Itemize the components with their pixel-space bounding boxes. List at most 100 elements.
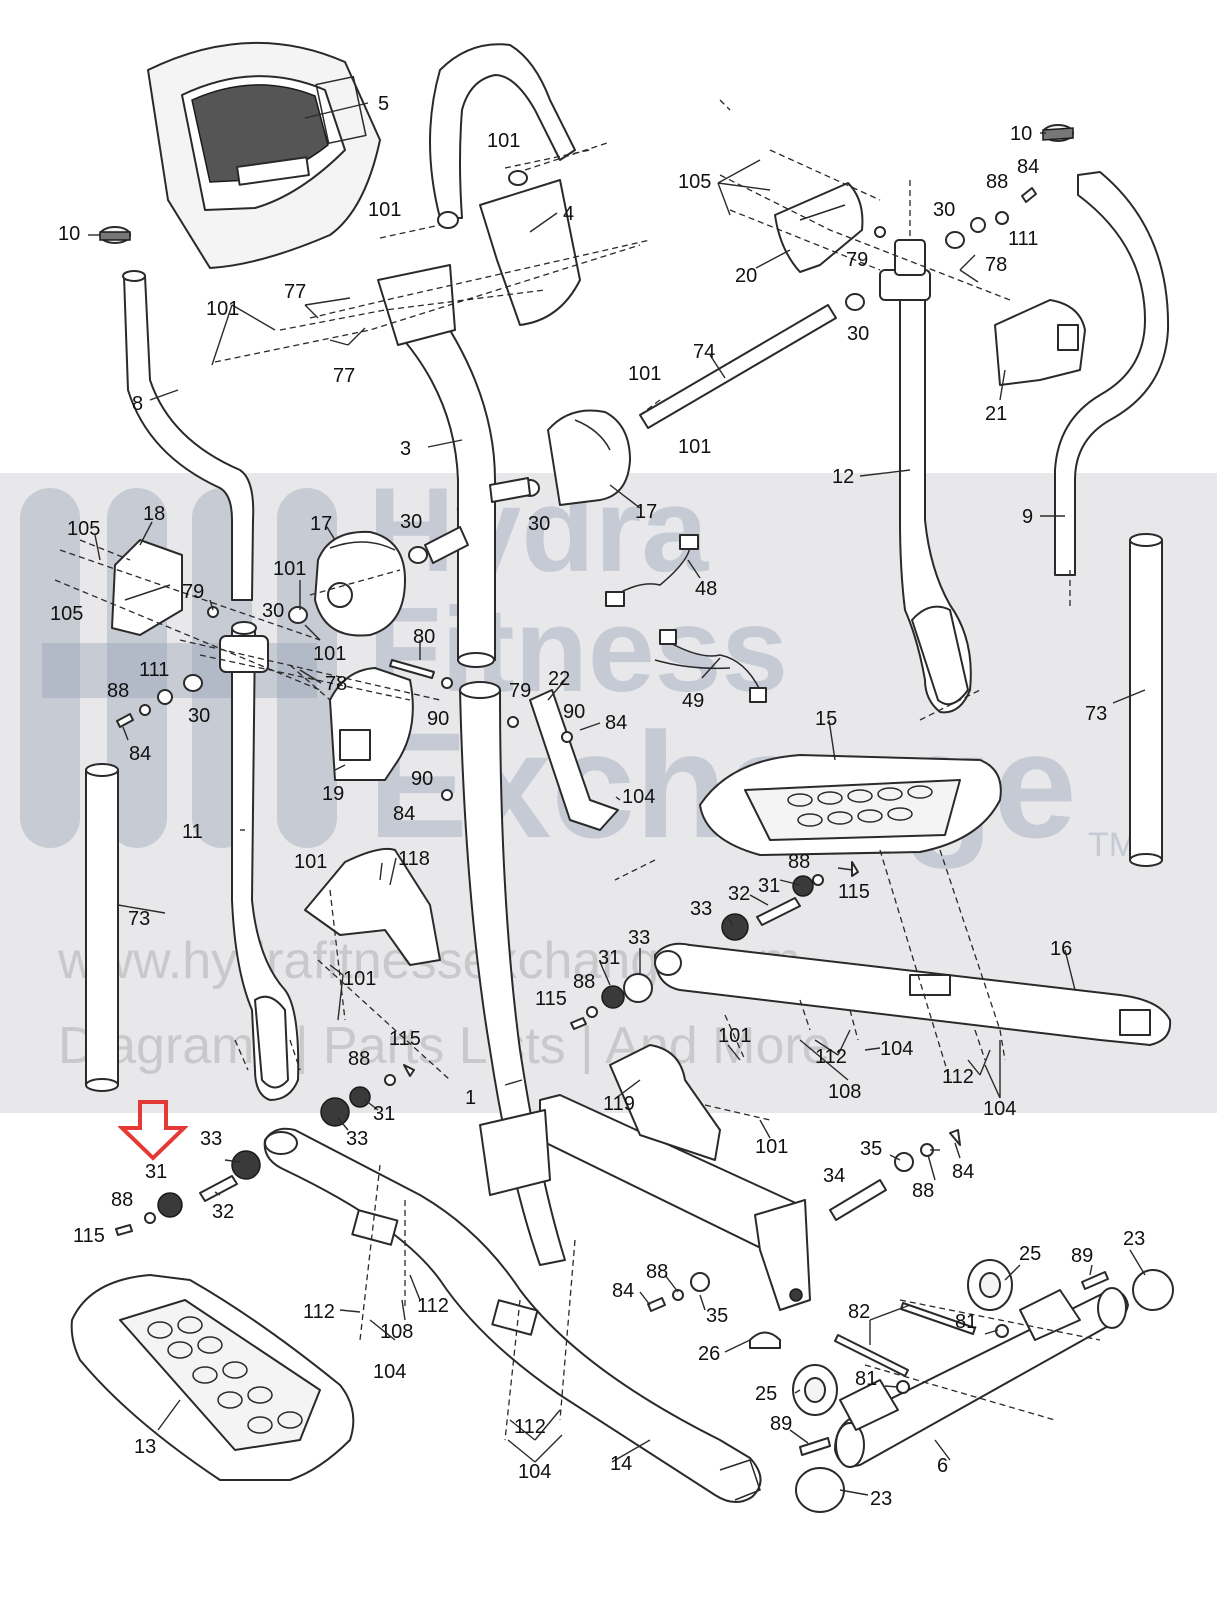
label-part-112-right: 112	[815, 1046, 847, 1068]
label-part-33-left: 33	[200, 1128, 222, 1150]
label-part-108-left: 108	[380, 1321, 413, 1343]
label-part-33-right: 33	[690, 898, 712, 920]
label-part-31-right: 31	[758, 875, 780, 897]
wire-part-48	[605, 534, 699, 607]
label-part-35-top: 35	[860, 1138, 882, 1160]
label-part-74: 74	[693, 341, 715, 363]
shroud-part-17-right	[547, 409, 631, 506]
label-part-84-top: 84	[1017, 156, 1039, 178]
label-part-104-left: 104	[373, 1361, 406, 1383]
label-part-101-119: 101	[718, 1025, 751, 1047]
label-part-14: 14	[610, 1453, 632, 1475]
tube-part-73-right	[1129, 533, 1163, 867]
guard-part-118	[304, 847, 441, 966]
label-part-26: 26	[698, 1343, 720, 1365]
label-part-104-right2: 104	[983, 1098, 1016, 1120]
label-part-13: 13	[134, 1436, 156, 1458]
label-part-105-left2: 105	[50, 603, 83, 625]
label-part-12: 12	[832, 466, 854, 488]
label-part-112-bottom: 112	[514, 1416, 546, 1438]
label-part-111-left: 111	[139, 659, 169, 681]
label-part-78-left: 78	[325, 673, 347, 695]
wire-part-49	[654, 629, 767, 703]
label-part-22: 22	[548, 668, 570, 690]
label-part-30-right: 30	[847, 323, 869, 345]
label-part-31-center: 31	[598, 947, 620, 969]
label-part-88-top: 88	[986, 171, 1008, 193]
leader-lines	[88, 102, 1146, 1496]
label-part-19: 19	[322, 783, 344, 805]
label-part-79-left: 79	[182, 581, 204, 603]
label-part-9: 9	[1022, 506, 1033, 528]
assembly-lines	[54, 99, 1101, 1441]
watermark-tagline: Diagrams | Parts Lists | And More	[58, 1017, 831, 1075]
label-part-105-top: 105	[678, 171, 711, 193]
label-part-4: 4	[563, 203, 574, 225]
left-upper-arm-part-8	[99, 226, 255, 601]
label-part-79-center: 79	[509, 680, 531, 702]
label-part-90-b: 90	[563, 701, 585, 723]
end-cap-part-23-left	[795, 1467, 845, 1513]
label-part-10-left: 10	[58, 223, 80, 245]
label-part-101-motor2: 101	[313, 643, 346, 665]
label-part-20: 20	[735, 265, 757, 287]
label-part-33-left2: 33	[346, 1128, 368, 1150]
label-part-77-top: 77	[284, 281, 306, 303]
label-part-88-right2: 88	[912, 1180, 934, 1202]
hardware-parts	[115, 187, 1109, 1456]
console-part-5	[147, 41, 381, 269]
left-lower-arm-part-11	[219, 621, 300, 1101]
wheel-part-25-bottom	[792, 1364, 838, 1416]
label-part-88-center: 88	[573, 971, 595, 993]
label-part-88-highlight: 88	[111, 1189, 133, 1211]
label-part-78-top: 78	[985, 254, 1007, 276]
label-part-84-right: 84	[952, 1161, 974, 1183]
label-part-25-top: 25	[1019, 1243, 1041, 1265]
right-upper-arm-part-9	[1042, 124, 1170, 576]
label-part-49: 49	[682, 690, 704, 712]
axle-part-74	[639, 304, 837, 429]
bracket-part-22	[529, 689, 619, 831]
label-part-115-right: 115	[838, 881, 870, 903]
label-part-32-left: 32	[212, 1201, 234, 1223]
shroud-part-18	[111, 539, 183, 636]
label-part-90-c: 90	[411, 768, 433, 790]
label-part-30-left2: 30	[188, 705, 210, 727]
shroud-part-20	[774, 182, 864, 273]
label-part-30-motor: 30	[262, 600, 284, 622]
label-part-104-bottom: 104	[518, 1461, 551, 1483]
label-part-34: 34	[823, 1165, 845, 1187]
guard-part-119	[609, 1044, 721, 1161]
label-part-88-left: 88	[107, 680, 129, 702]
label-part-104-top: 104	[622, 786, 655, 808]
label-part-89-bottom: 89	[770, 1413, 792, 1435]
label-part-18: 18	[143, 503, 165, 525]
label-part-82: 82	[848, 1301, 870, 1323]
pedal-arm-part-14	[263, 1127, 762, 1503]
label-part-30-center: 30	[528, 513, 550, 535]
label-part-84-mid: 84	[393, 803, 415, 825]
label-part-17-left: 17	[310, 513, 332, 535]
label-part-118: 118	[398, 848, 430, 870]
part-labels: 5 4 10 10 8 3 74 12 9 105 20 21 101 101 …	[50, 93, 1145, 1510]
label-part-16: 16	[1050, 938, 1072, 960]
label-part-11: 11	[182, 821, 203, 843]
shroud-part-19	[329, 667, 414, 781]
pedal-part-13	[70, 1274, 355, 1481]
label-part-84-center: 84	[605, 712, 627, 734]
label-part-8: 8	[132, 393, 143, 415]
label-part-35-bottom: 35	[706, 1305, 728, 1327]
label-part-89-top: 89	[1071, 1245, 1093, 1267]
label-part-31-highlighted: 31	[145, 1161, 167, 1183]
wheel-part-25-top	[967, 1259, 1013, 1311]
label-part-101-motor: 101	[273, 558, 306, 580]
frame-part-1	[459, 681, 811, 1311]
shroud-part-21	[994, 299, 1086, 386]
label-part-73-right: 73	[1085, 703, 1107, 725]
label-part-119: 119	[603, 1093, 635, 1115]
label-part-115-left: 115	[389, 1028, 421, 1050]
label-part-112-left: 112	[303, 1301, 335, 1323]
label-part-101-frame: 101	[755, 1136, 788, 1158]
label-part-31-left: 31	[373, 1103, 395, 1125]
